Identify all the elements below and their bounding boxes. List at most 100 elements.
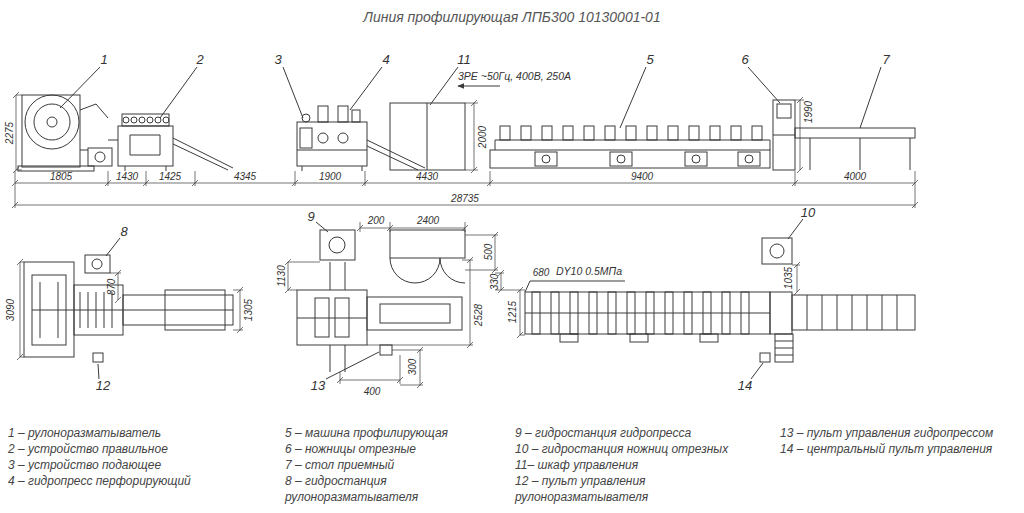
- uncoiler: [22, 95, 80, 167]
- feeder-press: [297, 106, 367, 171]
- roll-forming-machine-plan: [700, 334, 718, 342]
- straightener-plan: [74, 292, 123, 328]
- straightener: [163, 117, 169, 123]
- callout-number: 11: [457, 53, 471, 67]
- legend-entry: 13 – пульт управления гидропрессом: [780, 425, 993, 441]
- dimension-line: [17, 259, 24, 360]
- dimension-line: [367, 257, 473, 348]
- dimension-value: 28735: [451, 193, 479, 204]
- exit-conveyor-plan: [380, 304, 450, 323]
- callout-leader: [60, 67, 881, 128]
- power-supply-arrow: [458, 86, 500, 87]
- roll-forming-machine: [500, 126, 510, 140]
- uncoiler-plan: [24, 262, 74, 357]
- straightener: [131, 117, 137, 123]
- exit-conveyor: [367, 140, 425, 170]
- roll-forming-machine: [490, 150, 770, 168]
- air-supply-leader: [525, 281, 625, 292]
- dimension-line: [337, 355, 403, 384]
- exit-conveyor: [367, 140, 425, 170]
- callout-number: 5: [646, 53, 653, 67]
- roll-forming-machine: [495, 140, 770, 150]
- callout-number: 9: [307, 210, 314, 224]
- dimension-value: 1425: [159, 171, 181, 182]
- hydraulic-station-shear: [762, 238, 792, 264]
- feeder-press: [297, 122, 367, 166]
- roll-forming-machine-plan: [525, 292, 770, 334]
- roll-forming-machine: [605, 126, 615, 140]
- roll-forming-machine: [542, 155, 550, 163]
- hydraulic-station-uncoiler: [95, 152, 105, 162]
- roll-forming-machine: [689, 126, 699, 140]
- uncoiler: [47, 117, 57, 127]
- dimension-value: 2528: [473, 304, 484, 326]
- hydraulic-station-press: [329, 237, 345, 253]
- feeder-press-plan: [297, 262, 367, 372]
- roll-forming-machine: [617, 155, 625, 163]
- hydraulic-station-uncoiler-plan: [92, 259, 102, 269]
- control-panel-uncoiler: [93, 353, 103, 362]
- control-panel-press: [380, 345, 392, 355]
- control-cabinet-plan: [390, 230, 465, 283]
- roll-forming-machine-plan: [525, 313, 770, 314]
- roll-forming-machine-plan: [630, 334, 648, 342]
- air-supply-leader: [525, 281, 625, 292]
- legend-entry: 8 – гидростанция рулоноразматывателя: [285, 473, 480, 505]
- hydraulic-station-uncoiler: [88, 148, 112, 166]
- uncoiler: [80, 104, 108, 150]
- dimension-value: 4430: [416, 171, 438, 182]
- roll-forming-machine-plan: [560, 334, 578, 342]
- callout-leader: [60, 67, 881, 128]
- note-text: DY10 0.5МПа: [556, 266, 622, 278]
- dimension-value: 1900: [319, 171, 341, 182]
- dimension-value: 1990: [803, 101, 814, 123]
- callout-number: 4: [382, 53, 389, 67]
- hydraulic-station-press: [320, 230, 355, 260]
- legend-entry: 3 – устройство подающее: [8, 457, 161, 473]
- dimension-line: [392, 347, 423, 388]
- roll-forming-machine: [626, 126, 636, 140]
- legend-entry: 5 – машина профилирующая: [285, 425, 448, 441]
- straightener: [108, 135, 166, 171]
- feeder-press-plan: [297, 262, 367, 372]
- feeder-press: [318, 106, 328, 122]
- callout-leader: [98, 219, 803, 379]
- receiving-table: [795, 128, 915, 170]
- roll-forming-machine: [685, 152, 707, 166]
- exit-conveyor-plan: [367, 297, 462, 330]
- roll-forming-machine: [752, 126, 762, 140]
- legend-entry: 1 – рулоноразматыватель: [8, 425, 161, 441]
- uncoiler: [25, 95, 79, 149]
- legend-entry: 4 – гидропресс перфорирующий: [8, 473, 191, 489]
- uncoiler: [34, 104, 70, 140]
- roll-forming-machine-plan: [525, 292, 770, 342]
- roll-forming-machine: [745, 155, 753, 163]
- dimension-value: 2000: [477, 126, 488, 148]
- power-supply-arrow: [458, 86, 500, 87]
- uncoiler-plan: [32, 282, 74, 338]
- dimension-line: [465, 100, 478, 173]
- dimension-line: [285, 259, 320, 293]
- callout-number: 1: [100, 53, 107, 67]
- cut-off-shear: [773, 100, 795, 170]
- hydraulic-station-shear: [762, 238, 792, 264]
- control-panel-press: [380, 345, 392, 355]
- dimension-value: 4345: [234, 171, 256, 182]
- loop-conveyor-plan: [123, 295, 233, 325]
- roll-forming-machine: [647, 126, 657, 140]
- feeder-press: [338, 106, 348, 122]
- receiving-table-plan: [807, 295, 897, 330]
- cut-off-shear: [773, 100, 795, 170]
- hydraulic-station-uncoiler-plan: [85, 255, 110, 273]
- roll-forming-machine: [610, 152, 632, 166]
- legend-entry: 14 – центральный пульт управления: [780, 441, 992, 457]
- hydraulic-station-shear: [770, 244, 784, 258]
- roll-forming-machine: [738, 152, 760, 166]
- dimension-line: [15, 171, 915, 208]
- receiving-table-plan: [792, 295, 915, 330]
- dimension-value: 300: [407, 359, 418, 376]
- uncoiler-plan: [24, 262, 74, 357]
- receiving-table: [795, 128, 915, 138]
- legend-entry: 6 – ножницы отрезные: [285, 441, 416, 457]
- hydraulic-station-uncoiler-plan: [85, 255, 110, 273]
